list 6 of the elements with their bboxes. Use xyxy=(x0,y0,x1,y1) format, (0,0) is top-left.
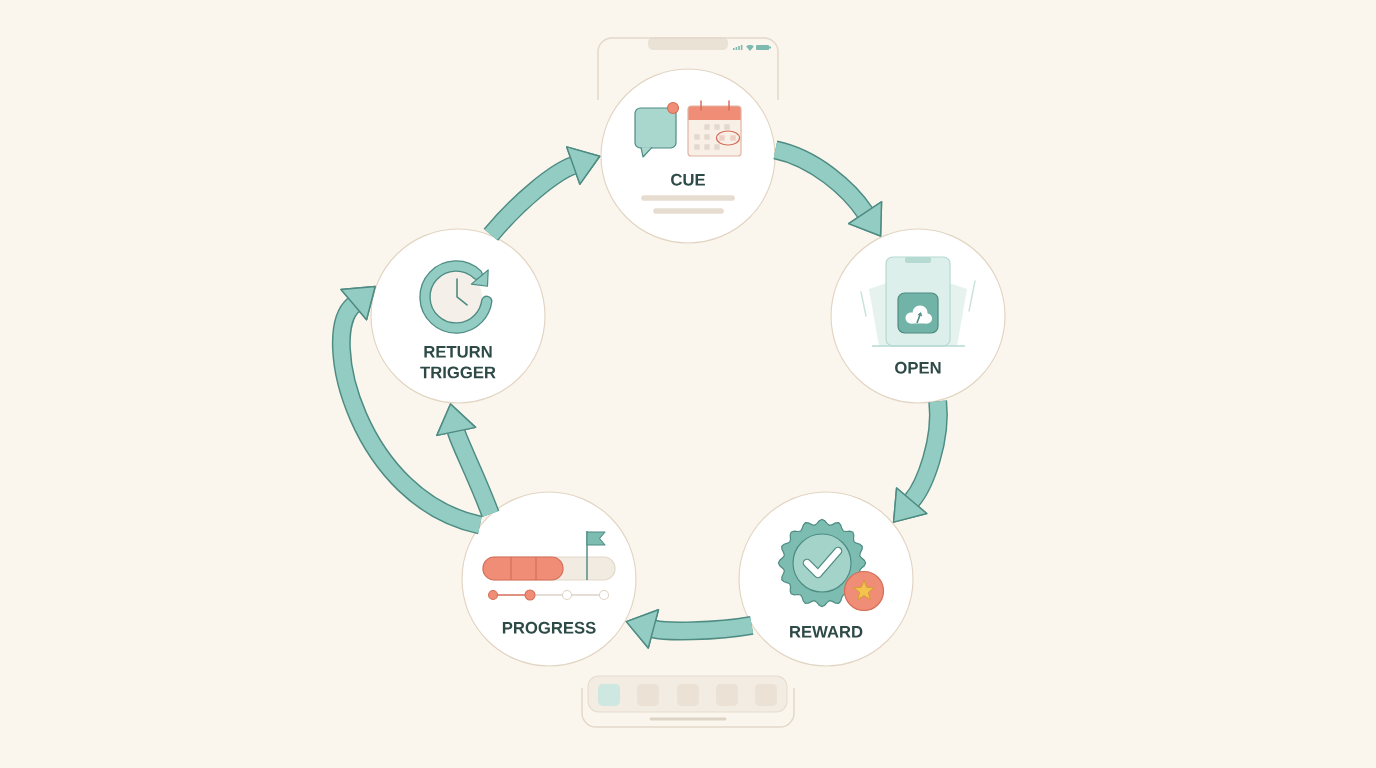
arrow xyxy=(773,140,883,237)
arrow xyxy=(332,285,483,535)
arrow xyxy=(625,609,754,649)
arrow xyxy=(892,400,948,523)
arrow xyxy=(436,403,500,518)
arrow xyxy=(483,146,601,241)
